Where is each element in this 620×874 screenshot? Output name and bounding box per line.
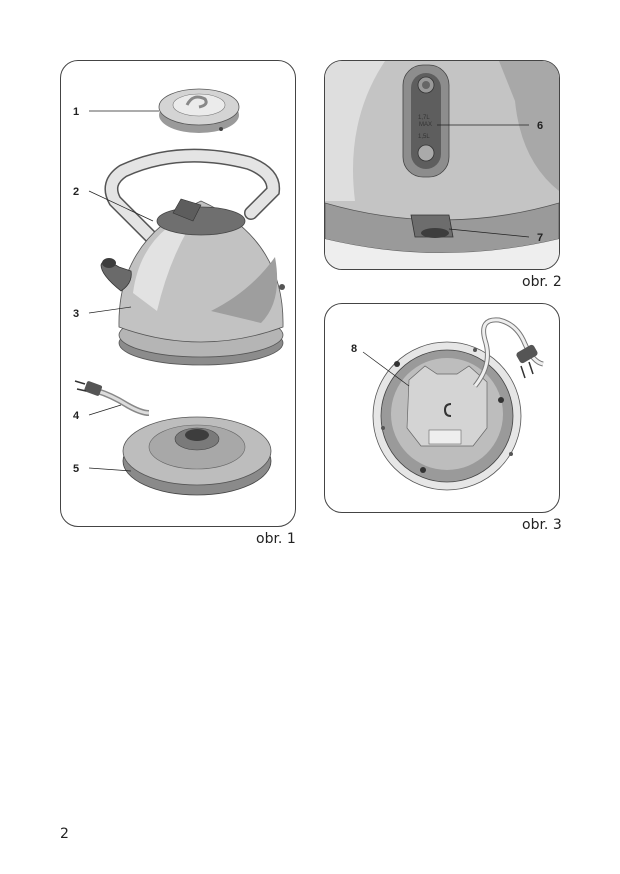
figure-1-caption: obr. 1 (256, 531, 296, 547)
handle-part (104, 148, 281, 246)
figure-2-caption: obr. 2 (522, 274, 562, 290)
callout-7: 7 (537, 232, 543, 244)
figure-3-caption: obr. 3 (522, 517, 562, 533)
callout-6: 6 (537, 120, 543, 132)
kettle-body-part (100, 198, 285, 366)
water-level-window: 1,7L MAX 1,5L (402, 64, 450, 178)
callout-1: 1 (73, 106, 79, 118)
page-number: 2 (60, 826, 69, 842)
kettle-exploded-illustration: 1 2 3 4 5 (73, 88, 285, 496)
base-underside (372, 341, 522, 491)
power-base-part (122, 416, 272, 496)
power-cord-part (74, 380, 150, 416)
scale-mark-min-volume: 1,5L (418, 134, 430, 140)
figure-2-panel: 1,7L MAX 1,5L 6 7 (324, 60, 560, 270)
scale-mark-max-volume: 1,7L (418, 115, 430, 121)
cord-with-plug (473, 317, 544, 388)
lid-part (158, 88, 240, 133)
callout-3: 3 (73, 308, 79, 320)
callout-8: 8 (351, 343, 357, 355)
scale-mark-max: MAX (419, 122, 432, 128)
base-underside-illustration: 8 (351, 317, 544, 491)
lid-release-button (410, 214, 454, 238)
callout-4: 4 (73, 410, 80, 422)
figure-3-panel: 8 (324, 303, 560, 513)
figure-1-panel: 1 2 3 4 5 (60, 60, 296, 527)
water-level-window-illustration: 1,7L MAX 1,5L 6 7 (325, 61, 559, 269)
callout-2: 2 (73, 186, 79, 198)
callout-5: 5 (73, 463, 79, 475)
